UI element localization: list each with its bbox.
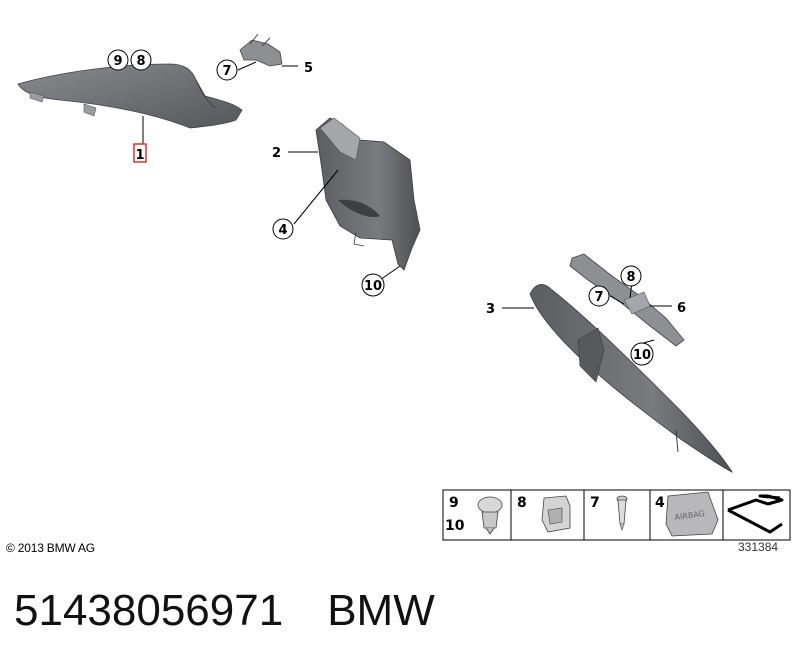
svg-text:1: 1 xyxy=(135,148,144,163)
diagram-number: 331384 xyxy=(738,540,779,554)
svg-text:10: 10 xyxy=(364,279,382,294)
callout-2: 2 xyxy=(272,146,281,161)
footer-caption: 51438056971 BMW xyxy=(14,586,435,636)
legend-label-10: 10 xyxy=(445,518,465,534)
airbag-badge-icon: AIRBAG xyxy=(665,491,719,537)
callout-8-top: 8 xyxy=(130,49,152,71)
svg-text:8: 8 xyxy=(136,54,145,69)
callout-7-right: 7 xyxy=(588,285,610,307)
callout-6: 6 xyxy=(677,301,686,316)
callout-10-right: 10 xyxy=(630,342,654,366)
legend-label-8: 8 xyxy=(517,495,527,511)
legend-label-7: 7 xyxy=(590,495,600,511)
part-5-bracket xyxy=(239,33,283,67)
copyright-text: © 2013 BMW AG xyxy=(6,541,95,555)
brand-name: BMW xyxy=(327,586,435,635)
svg-text:8: 8 xyxy=(626,270,635,285)
callout-5: 5 xyxy=(304,61,313,76)
direction-arrow-icon xyxy=(727,494,784,534)
callout-4: 4 xyxy=(272,218,294,240)
rivet-7-icon xyxy=(616,495,628,531)
part-2-trim xyxy=(315,117,421,271)
svg-text:10: 10 xyxy=(633,348,651,363)
svg-text:9: 9 xyxy=(113,54,122,69)
callout-3: 3 xyxy=(486,302,495,317)
part-number: 51438056971 xyxy=(14,586,284,635)
part-3-trim xyxy=(529,284,734,473)
svg-text:4: 4 xyxy=(278,223,287,238)
callout-8-right: 8 xyxy=(620,265,642,287)
svg-text:7: 7 xyxy=(222,64,231,79)
part-1-trim xyxy=(17,63,243,129)
callout-9: 9 xyxy=(107,49,129,71)
legend-label-9: 9 xyxy=(449,495,459,511)
fastener-legend: 9 10 8 7 4 AIRBAG xyxy=(442,489,791,541)
clip-9-10-icon xyxy=(477,496,503,535)
svg-text:7: 7 xyxy=(594,290,603,305)
airbag-text: AIRBAG xyxy=(674,509,705,522)
callout-7-top: 7 xyxy=(216,59,238,81)
clip-8-icon xyxy=(541,495,571,533)
callout-10-middle: 10 xyxy=(361,273,385,297)
callout-1-highlighted: 1 xyxy=(133,143,147,163)
legend-label-4: 4 xyxy=(655,495,665,511)
